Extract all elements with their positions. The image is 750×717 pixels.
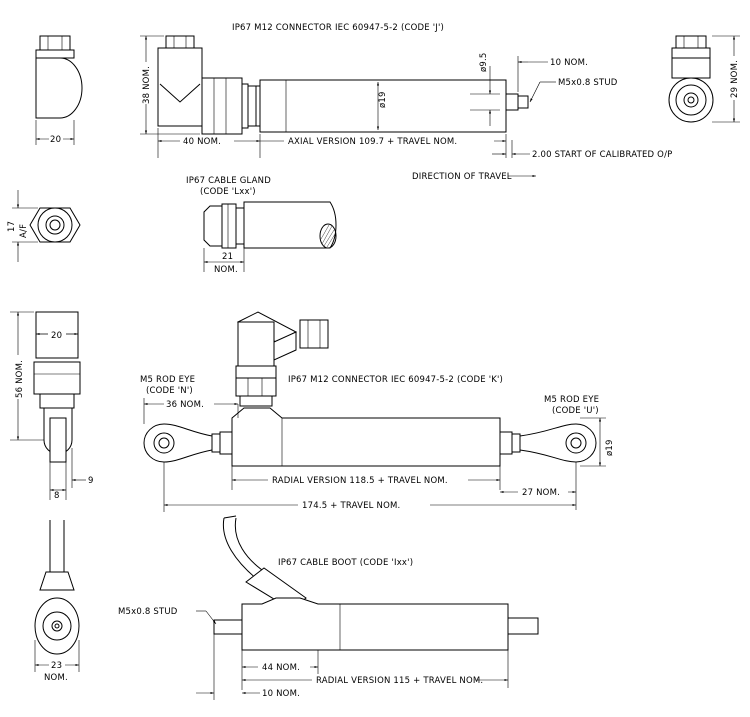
label-rod-eye-n: M5 ROD EYE: [140, 375, 195, 385]
end-view-cable-boot: 23 NOM.: [34, 520, 80, 683]
dim-20-top: 20: [50, 135, 61, 145]
dim-8: 8: [54, 491, 60, 501]
dim-radial-115: RADIAL VERSION 115 + TRAVEL NOM.: [316, 676, 483, 686]
dim-axial-version: AXIAL VERSION 109.7 + TRAVEL NOM.: [288, 137, 457, 147]
label-code-n: (CODE 'N'): [146, 386, 193, 396]
dim-23: 23: [51, 661, 62, 671]
dim-29-nom: 29 NOM.: [730, 60, 740, 98]
label-rod-eye-u: M5 ROD EYE: [544, 395, 599, 405]
dim-44-nom: 44 NOM.: [262, 663, 300, 673]
end-view-rod-side: 29 NOM.: [668, 35, 741, 123]
end-view-connector-j: 20: [35, 35, 83, 145]
dim-dia-19-top: ø19: [378, 91, 388, 108]
cable-gland-view: IP67 CABLE GLAND (CODE 'Lxx') 21 NOM.: [186, 176, 337, 275]
label-stud-top: M5x0.8 STUD: [558, 78, 618, 88]
axial-side-view: ø19 ø9.5 38 NOM. 10 NOM. M5x0.8 STUD 40 …: [138, 23, 672, 182]
dim-17: 17: [7, 221, 17, 232]
cable-boot-side-view: IP67 CABLE BOOT (CODE 'Ixx') M5x0.8 STUD…: [118, 515, 539, 700]
dim-radial-118: RADIAL VERSION 118.5 + TRAVEL NOM.: [272, 476, 448, 486]
cable-hatch: [319, 223, 337, 249]
label-code-u: (CODE 'U'): [552, 406, 599, 416]
end-view-gland: 17 A/F: [7, 190, 81, 262]
dim-10-nom-top: 10 NOM.: [550, 58, 588, 68]
label-connector-k: IP67 M12 CONNECTOR IEC 60947-5-2 (CODE '…: [288, 375, 503, 385]
dim-27-nom: 27 NOM.: [522, 488, 560, 498]
dim-9: 9: [88, 476, 94, 486]
dim-56-nom: 56 NOM.: [15, 360, 25, 398]
label-calibrated: 2.00 START OF CALIBRATED O/P: [532, 150, 672, 160]
label-gland-title: IP67 CABLE GLAND: [186, 176, 271, 186]
label-cable-boot: IP67 CABLE BOOT (CODE 'Ixx'): [278, 558, 413, 568]
dim-dia-9-5: ø9.5: [479, 52, 489, 72]
label-gland-code: (CODE 'Lxx'): [200, 187, 256, 197]
label-connector-j: IP67 M12 CONNECTOR IEC 60947-5-2 (CODE '…: [232, 23, 444, 33]
dim-gland-nom: NOM.: [214, 265, 238, 275]
label-direction-of-travel: DIRECTION OF TRAVEL: [412, 172, 512, 182]
dim-dia-19-mid: ø19: [605, 439, 615, 456]
dim-20-mid: 20: [51, 331, 62, 341]
dim-total-174: 174.5 + TRAVEL NOM.: [302, 501, 400, 511]
dim-23-nom: NOM.: [44, 673, 68, 683]
dim-40-nom: 40 NOM.: [183, 137, 221, 147]
dim-gland-21: 21: [222, 252, 233, 262]
dim-af: A/F: [19, 224, 29, 238]
dim-10-nom-bottom: 10 NOM.: [262, 689, 300, 699]
end-view-connector-k: 20 56 NOM. 8 9: [10, 311, 94, 501]
dim-36-nom: 36 NOM.: [166, 400, 204, 410]
dim-38-nom: 38 NOM.: [142, 66, 152, 104]
label-stud-bottom: M5x0.8 STUD: [118, 607, 178, 617]
radial-side-view: M5 ROD EYE (CODE 'N') IP67 M12 CONNECTOR…: [140, 311, 615, 512]
